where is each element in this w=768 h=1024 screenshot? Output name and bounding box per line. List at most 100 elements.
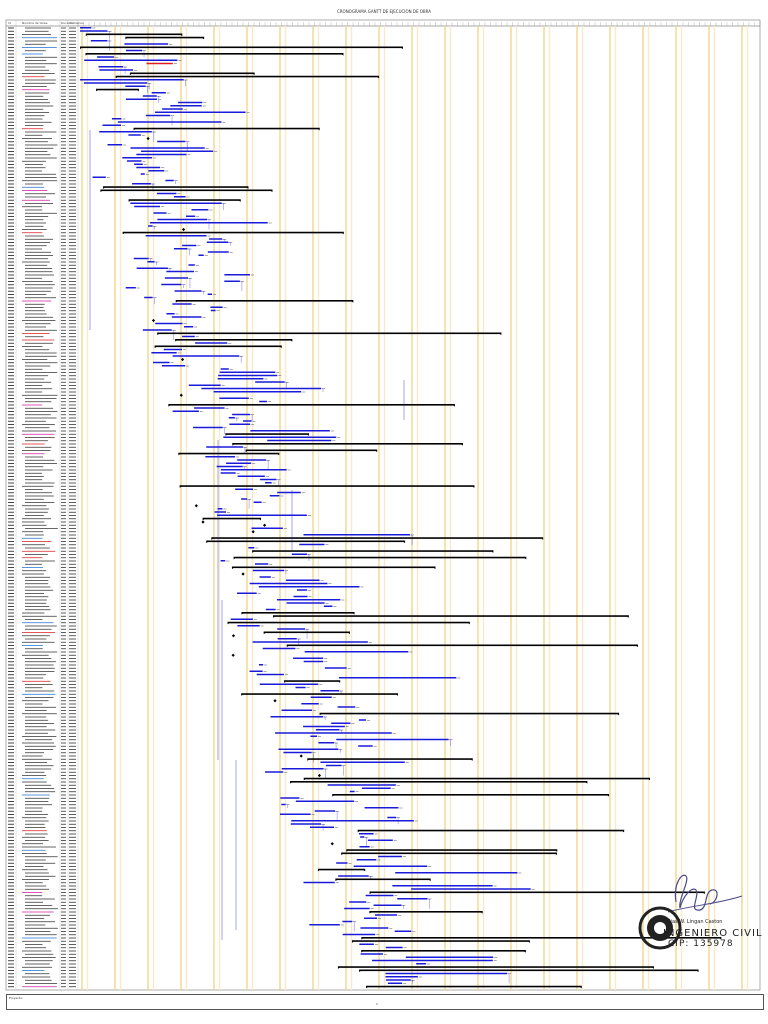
task-bar <box>320 761 405 763</box>
task-bar <box>155 322 183 325</box>
task-bar <box>277 638 297 640</box>
milestone-diamond <box>180 357 185 362</box>
task-bar <box>172 410 199 412</box>
task-bar <box>327 784 396 786</box>
task-bar <box>216 465 243 468</box>
task-bar <box>111 118 122 120</box>
task-bar <box>323 605 333 607</box>
table-header-2: Duración <box>61 21 75 25</box>
task-bar <box>207 293 213 295</box>
dependency-link <box>334 742 337 750</box>
task-bar <box>90 40 108 42</box>
task-bar <box>210 309 216 312</box>
task-bar <box>80 27 92 29</box>
summary-bar <box>361 937 722 939</box>
task-bar <box>365 894 394 897</box>
task-bar <box>145 114 171 117</box>
task-bar <box>173 248 188 250</box>
task-bar <box>224 280 240 282</box>
milestone-diamond <box>181 227 186 232</box>
task-bar <box>165 179 174 182</box>
dependency-link <box>242 447 246 454</box>
milestone-diamond <box>241 572 245 576</box>
task-bar <box>125 85 146 87</box>
task-bar <box>224 274 251 276</box>
task-bar <box>416 963 427 965</box>
task-bar <box>154 111 246 113</box>
task-bar <box>291 820 414 822</box>
task-bar <box>207 251 229 253</box>
task-bar <box>182 244 197 247</box>
page-number: 1 <box>376 1002 378 1006</box>
task-bar <box>107 144 123 146</box>
task-bar <box>142 95 157 97</box>
task-bar <box>133 257 149 260</box>
task-bar <box>387 816 397 819</box>
task-bar <box>172 303 192 305</box>
task-bar <box>310 696 332 698</box>
task-bar <box>385 972 508 975</box>
task-bar <box>157 140 186 143</box>
task-bar <box>395 872 518 874</box>
dependency-link <box>352 921 355 932</box>
task-bar <box>217 514 307 516</box>
summary-bar <box>346 849 558 851</box>
task-bar <box>304 651 409 653</box>
dependency-link <box>338 749 341 753</box>
dependency-link <box>148 258 151 262</box>
summary-bar <box>157 332 502 335</box>
summary-bar <box>303 777 651 780</box>
task-bar <box>171 316 202 318</box>
task-bar <box>144 296 153 299</box>
seal-core <box>654 922 666 934</box>
task-bar <box>126 160 142 162</box>
dependency-link <box>341 765 344 776</box>
summary-bar <box>232 443 463 445</box>
summary-bar <box>366 985 582 988</box>
task-bar <box>148 225 153 227</box>
task-bar <box>359 943 374 945</box>
task-bar <box>237 475 265 477</box>
task-bar <box>338 875 369 877</box>
summary-bar <box>96 88 139 91</box>
task-bar <box>270 716 324 718</box>
summary-bar <box>286 644 638 647</box>
task-bar <box>166 270 195 273</box>
summary-bar <box>211 537 544 539</box>
summary-bar <box>225 433 309 435</box>
task-bar <box>262 647 296 650</box>
task-bar <box>148 170 165 172</box>
task-bar <box>80 79 184 81</box>
summary-bar <box>361 950 526 952</box>
task-bar <box>279 813 311 815</box>
dependency-link <box>247 499 250 509</box>
dependency-link <box>107 31 110 41</box>
dependency-link <box>339 729 342 734</box>
chart-frame <box>5 19 761 991</box>
summary-bar <box>337 966 654 968</box>
task-bar <box>98 66 124 68</box>
task-bar <box>228 417 235 419</box>
summary-bar <box>241 693 398 695</box>
task-bar <box>315 729 340 731</box>
dependency-link <box>339 690 342 695</box>
task-bar <box>173 196 186 198</box>
task-bar <box>99 131 152 133</box>
summary-bar <box>245 449 378 452</box>
dependency-link <box>228 242 231 246</box>
task-bar <box>125 287 136 289</box>
task-bar <box>117 121 222 123</box>
task-bar <box>217 378 264 380</box>
task-bar <box>283 751 312 754</box>
summary-bar <box>202 517 261 520</box>
milestone-diamond <box>194 504 198 508</box>
dependency-link <box>183 79 186 87</box>
dependency-link <box>150 183 154 191</box>
dependency-link <box>207 219 210 230</box>
task-bar <box>360 953 383 955</box>
task-bar <box>210 306 223 308</box>
task-bar <box>188 264 195 266</box>
dependency-link <box>234 417 237 422</box>
summary-bar <box>351 940 530 942</box>
task-bar <box>336 738 449 741</box>
